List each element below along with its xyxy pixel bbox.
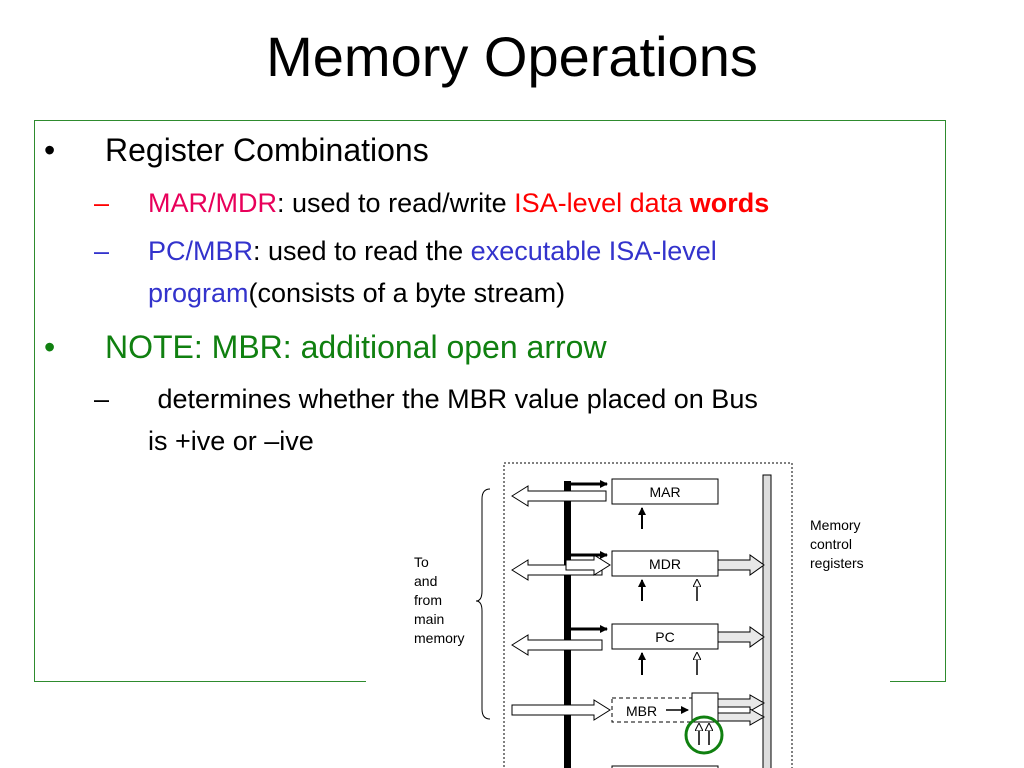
register-diagram: To and from main memory Memory control r…: [366, 455, 890, 768]
bullet-2-marker: •: [44, 329, 56, 365]
page-title: Memory Operations: [266, 25, 758, 88]
bullet-2-text: NOTE: MBR: additional open arrow: [105, 329, 607, 365]
mar-left-arrow: [511, 485, 607, 507]
partial-box-bottom: [611, 765, 719, 768]
bullet-1-marker: •: [44, 132, 56, 168]
sub-1-highlight: ISA-level data: [514, 188, 690, 218]
pc-label: PC: [655, 629, 674, 645]
pc-output-arrow: [717, 626, 765, 648]
mdr-right-arrow: [565, 554, 611, 576]
sub-3-line-2: is +ive or –ive: [148, 426, 314, 456]
highlight-circle: [684, 715, 724, 755]
mar-box: [611, 478, 719, 505]
left-label-line-2: and: [414, 573, 437, 589]
mdr-box: [611, 550, 719, 577]
sub-2-line-1: PC/MBR: used to read the executable ISA-…: [148, 235, 717, 268]
sub-2-highlight-b: program: [148, 278, 249, 308]
control-bar: [762, 474, 772, 768]
sub-1-marker: –: [94, 188, 110, 218]
mbr-output-arrow-2: [717, 708, 766, 726]
left-label-line-4: main: [414, 611, 444, 627]
mdr-label: MDR: [649, 556, 681, 572]
sub-3-line-1: determines whether the MBR value placed …: [150, 384, 758, 414]
mbr-output-arrow-1: [717, 694, 766, 712]
sub-2-line-2: program(consists of a byte stream): [148, 277, 565, 310]
mbr-label: MBR: [626, 703, 657, 719]
sub-1-register: MAR/MDR: [148, 188, 277, 218]
right-label-line-1: Memory: [810, 517, 861, 533]
pc-left-arrow: [511, 634, 603, 656]
main-bus: [564, 481, 571, 768]
mbr-input-arrow: [511, 699, 611, 721]
sub-3-marker: –: [94, 384, 110, 414]
sub-1-text: MAR/MDR: used to read/write ISA-level da…: [148, 187, 769, 220]
sub-2-highlight-a: executable ISA-level: [470, 236, 717, 266]
left-bracket: [475, 488, 491, 720]
sub-2-marker: –: [94, 236, 110, 266]
sub-2-tail: (consists of a byte stream): [248, 278, 566, 308]
left-label-line-5: memory: [414, 630, 465, 646]
left-label-line-3: from: [414, 592, 442, 608]
sub-1-description: : used to read/write: [277, 188, 515, 218]
left-label-line-1: To: [414, 554, 429, 570]
mar-label: MAR: [649, 484, 680, 500]
right-label-line-3: registers: [810, 555, 864, 571]
sub-2-description: : used to read the: [253, 236, 471, 266]
sub-2-register: PC/MBR: [148, 236, 254, 266]
bullet-1-text: Register Combinations: [105, 132, 429, 168]
sub-1-bold: words: [689, 188, 770, 218]
mdr-output-arrow: [717, 554, 765, 576]
right-label-line-2: control: [810, 536, 852, 552]
dotted-outline: [503, 462, 793, 768]
